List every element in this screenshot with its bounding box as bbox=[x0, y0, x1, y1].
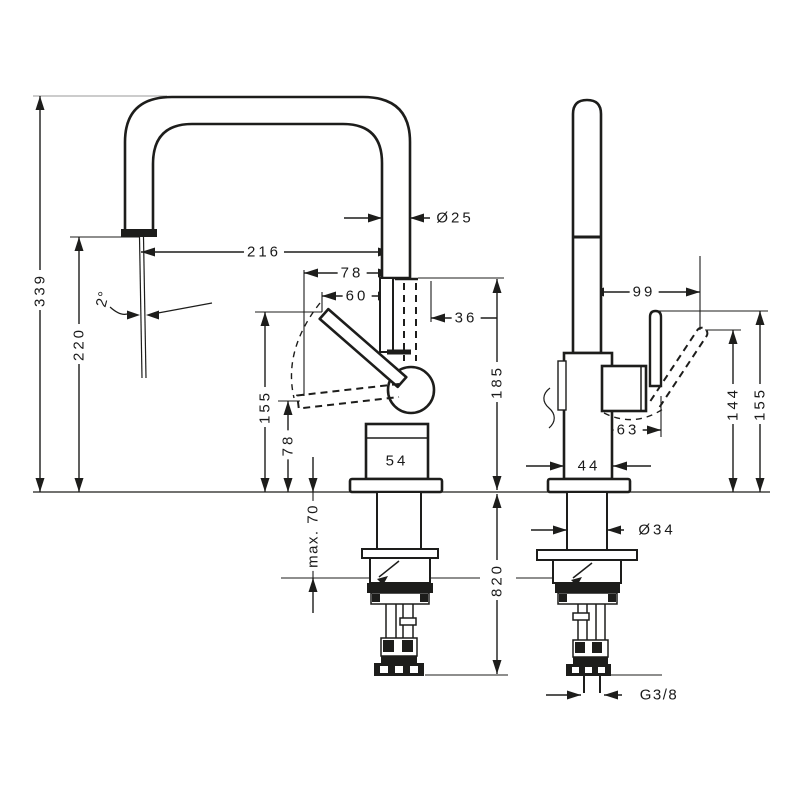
dim-handle-rear-offset: 36 bbox=[451, 309, 481, 327]
dim-base-diameter: 54 bbox=[382, 452, 412, 470]
dim-handle-upright-reach: 60 bbox=[342, 287, 372, 305]
faucet-front-view bbox=[536, 98, 709, 693]
dim-max-counter-thickness: max. 70 bbox=[304, 501, 322, 571]
dim-spout-reach: 216 bbox=[243, 243, 285, 261]
dim-spout-outlet-height: 220 bbox=[70, 323, 88, 365]
dim-handle-down-height: 78 bbox=[279, 430, 297, 460]
faucet-side-view bbox=[121, 95, 444, 676]
dim-spout-diameter: Ø25 bbox=[433, 209, 477, 227]
dim-handle-tip-height: 155 bbox=[256, 386, 274, 428]
dim-handle-forward-reach: 78 bbox=[337, 264, 367, 282]
dim-hose-drop-length: 820 bbox=[488, 559, 506, 601]
dim-handle-block-offset: 63 bbox=[613, 421, 643, 439]
dim-body-top-height: 185 bbox=[488, 361, 506, 403]
dim-supply-connection: G3/8 bbox=[636, 686, 682, 704]
dim-handle-side-reach: 99 bbox=[629, 283, 659, 301]
dim-body-width: 44 bbox=[574, 457, 604, 475]
dim-overall-height: 339 bbox=[31, 269, 49, 311]
dim-shank-diameter: Ø34 bbox=[635, 521, 679, 539]
dim-handle-top-height: 155 bbox=[751, 383, 769, 425]
angle-annotation bbox=[109, 302, 213, 320]
dim-handle-swing-height: 144 bbox=[724, 383, 742, 425]
